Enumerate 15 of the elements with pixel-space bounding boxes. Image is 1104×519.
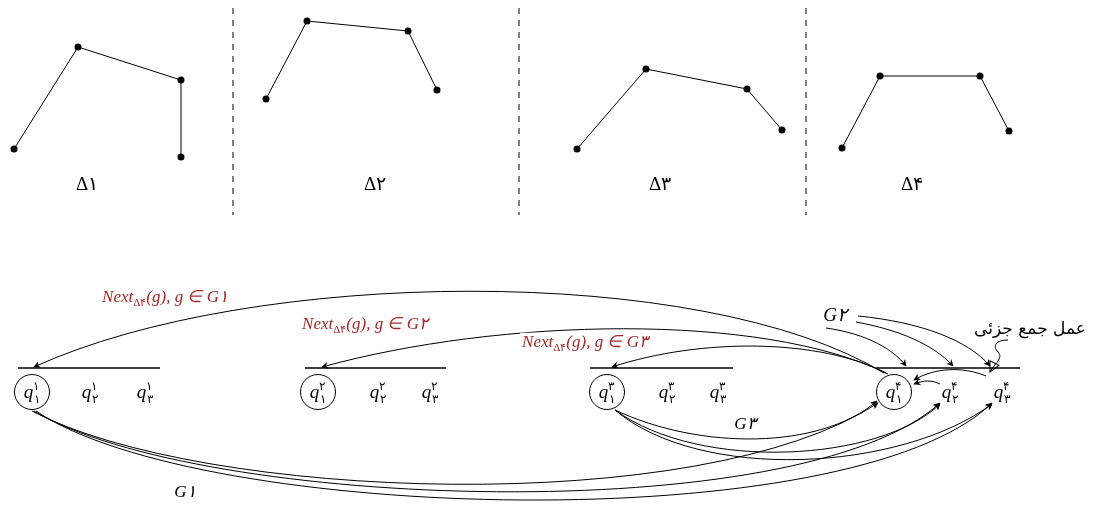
panel-label: Δ۴ <box>900 171 924 195</box>
arrow <box>825 327 907 367</box>
arrow <box>31 402 879 485</box>
arrow <box>614 403 941 453</box>
arrow <box>611 345 889 375</box>
arrow <box>913 369 987 381</box>
arrow <box>614 403 993 460</box>
arrow <box>857 315 991 367</box>
panel-label: Δ۲ <box>363 171 387 195</box>
arrow <box>913 378 941 386</box>
panel-label: Δ۱ <box>75 171 99 195</box>
panel-label: Δ۳ <box>648 171 672 195</box>
callout-text: عمل جمع جزئی <box>974 319 1086 337</box>
arrow <box>33 290 885 374</box>
arrow <box>855 321 954 367</box>
